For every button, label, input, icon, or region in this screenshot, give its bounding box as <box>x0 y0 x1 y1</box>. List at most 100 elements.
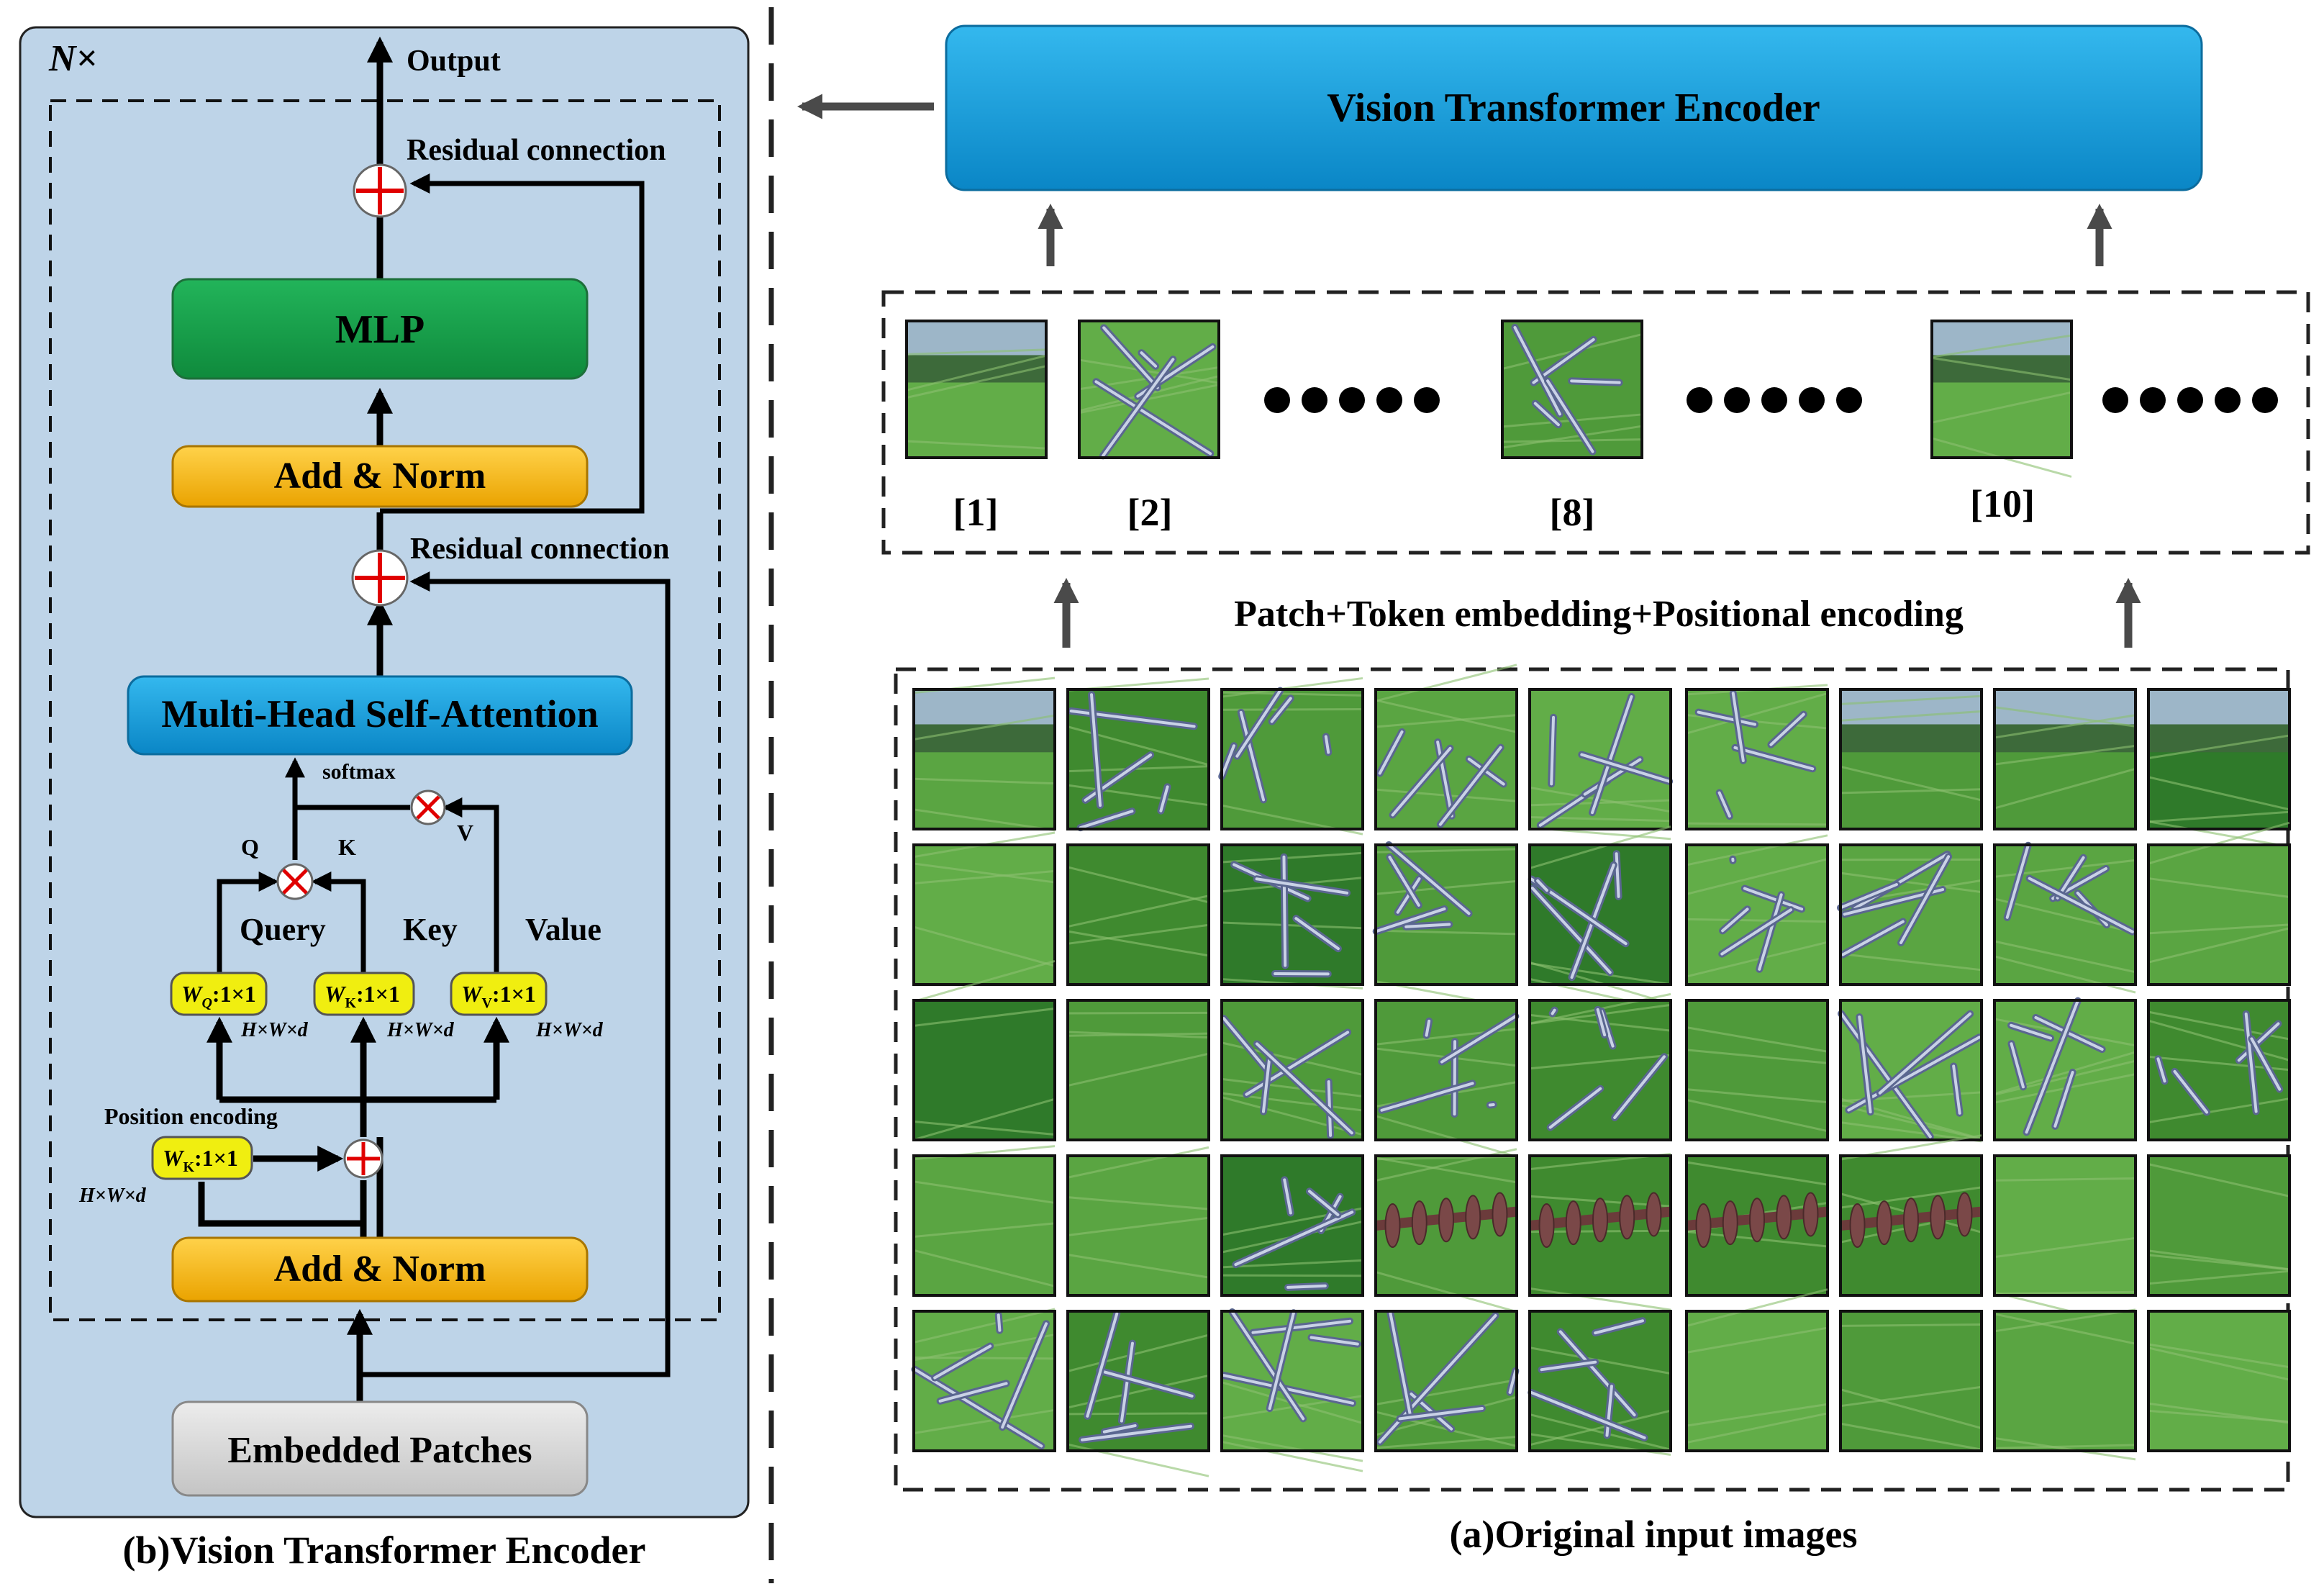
embedded-patches-label: Embedded Patches <box>227 1430 532 1471</box>
image-patch-r3-c5 <box>1528 992 1672 1141</box>
image-patch-r3-c8 <box>1993 997 2137 1141</box>
wv-label: WV:1×1 <box>461 981 536 1011</box>
residual-mid-skip-arrow <box>360 571 671 1377</box>
image-patch-r2-c3 <box>1220 843 1364 990</box>
image-patch-r3-c3 <box>1220 999 1364 1141</box>
key-label: Key <box>403 912 458 947</box>
wq-block <box>170 972 268 1016</box>
token-label-2: [2] <box>1127 491 1173 534</box>
image-patch-r3-c4 <box>1374 999 1520 1158</box>
image-patch-r4-c7 <box>1839 1134 1983 1297</box>
dim-v-label: H×W×d <box>535 1019 604 1041</box>
token-row-border <box>881 290 2310 555</box>
repeat-label: N× <box>48 38 97 79</box>
k-label: K <box>338 834 356 860</box>
embedding-arrows <box>1053 577 2141 648</box>
image-patch-r2-c4 <box>1372 841 1518 1009</box>
ellipsis-dots <box>1264 387 2278 413</box>
residual-top-skip-arrow <box>380 173 645 514</box>
dim-pos-label: H×W×d <box>78 1185 147 1207</box>
image-patch-grid <box>911 664 2291 1477</box>
mlp-block <box>171 278 589 380</box>
token-thumb-1 <box>905 320 1048 459</box>
image-patch-r5-c2 <box>1066 1310 1210 1477</box>
image-patch-r5-c7 <box>1839 1310 1983 1452</box>
image-patch-r5-c6 <box>1685 1288 1829 1452</box>
image-patch-r1-c1 <box>912 676 1056 832</box>
residual-mid-label: Residual connection <box>410 533 670 566</box>
wq-label: WQ:1×1 <box>181 981 256 1011</box>
wpos-block <box>151 1136 253 1180</box>
encoder-block <box>945 24 2203 191</box>
qkv-branch-arrows <box>206 1016 509 1137</box>
image-patch-r5-c4 <box>1374 1310 1520 1452</box>
token-label-8: [8] <box>1550 491 1595 534</box>
image-patch-r2-c8 <box>1993 841 2137 994</box>
image-patch-r2-c7 <box>1837 843 1983 986</box>
add-norm-top-label: Add & Norm <box>274 456 486 497</box>
image-patch-r1-c9 <box>2147 688 2291 848</box>
right-caption: (a)Original input images <box>1449 1513 1857 1556</box>
image-patch-r3-c1 <box>912 959 1056 1141</box>
image-patch-r2-c2 <box>1066 843 1210 986</box>
wk-block <box>313 972 415 1016</box>
image-patch-r2-c1 <box>912 831 1056 986</box>
image-patch-r4-c6 <box>1685 1154 1829 1297</box>
image-patch-r1-c6 <box>1685 684 1829 830</box>
image-patch-r5-c3 <box>1220 1308 1364 1472</box>
image-patch-r4-c8 <box>1993 1154 2137 1328</box>
main-flow-arrows <box>347 36 393 1402</box>
image-patch-r1-c3 <box>1218 676 1364 836</box>
image-patch-r1-c7 <box>1839 688 1983 830</box>
image-patch-r4-c4 <box>1374 1148 1518 1313</box>
q-label: Q <box>241 834 259 860</box>
image-patch-r3-c9 <box>2147 999 2291 1141</box>
v-label: V <box>457 820 473 846</box>
left-caption: (b)Vision Transformer Encoder <box>123 1529 646 1572</box>
image-patch-r4-c3 <box>1220 1154 1364 1297</box>
encoder-label: Vision Transformer Encoder <box>1327 86 1820 130</box>
add-norm-bottom-block <box>171 1236 589 1303</box>
image-patch-r2-c5 <box>1528 825 1672 1012</box>
position-encoding-arrows <box>198 1146 367 1238</box>
image-patch-r5-c8 <box>1993 1308 2137 1461</box>
token-thumb-8 <box>1501 320 1643 459</box>
image-patch-r5-c5 <box>1528 1310 1672 1456</box>
residual-top-label: Residual connection <box>407 134 666 167</box>
mhsa-label: Multi-Head Self-Attention <box>161 692 598 735</box>
image-patch-r5-c9 <box>2147 1310 2291 1452</box>
embedding-label: Patch+Token embedding+Positional encodin… <box>1234 594 1964 635</box>
image-patch-r2-c9 <box>2147 821 2291 986</box>
image-patch-r4-c2 <box>1066 1146 1210 1297</box>
image-patch-r3-c6 <box>1685 999 1829 1141</box>
image-patch-r3-c2 <box>1066 999 1210 1141</box>
add-norm-bottom-label: Add & Norm <box>274 1249 486 1290</box>
repeat-block-border <box>49 99 721 1321</box>
image-patch-r1-c8 <box>1993 688 2137 830</box>
token-to-encoder-arrows <box>1038 203 2112 266</box>
token-thumb-2 <box>1078 320 1220 460</box>
image-patch-r2-c6 <box>1685 834 1829 986</box>
right-panel: Vision Transformer Encoder [1] [2] [8] [… <box>796 24 2310 1556</box>
query-label: Query <box>240 912 326 947</box>
position-encoding-label: Position encoding <box>104 1103 278 1129</box>
embedded-patches-block <box>171 1400 589 1497</box>
wpos-label: WK:1×1 <box>163 1145 238 1175</box>
image-patch-r4-c1 <box>912 1145 1056 1297</box>
wv-block <box>450 972 548 1016</box>
mhsa-block <box>127 675 633 756</box>
image-patch-r4-c5 <box>1528 1152 1672 1311</box>
dim-k-label: H×W×d <box>386 1019 455 1041</box>
mlp-label: MLP <box>335 307 425 352</box>
token-thumb-10 <box>1930 320 2073 478</box>
left-panel: N× Output Residual connection MLP Add & … <box>19 26 750 1572</box>
token-thumbnails <box>905 320 2073 478</box>
softmax-label: softmax <box>322 760 396 784</box>
add-norm-top-block <box>171 445 589 508</box>
output-label: Output <box>407 45 501 78</box>
image-patch-r5-c1 <box>911 1308 1056 1452</box>
image-patch-r3-c7 <box>1838 999 1983 1143</box>
token-label-1: [1] <box>953 491 999 534</box>
attention-flow-arrows <box>217 757 499 975</box>
